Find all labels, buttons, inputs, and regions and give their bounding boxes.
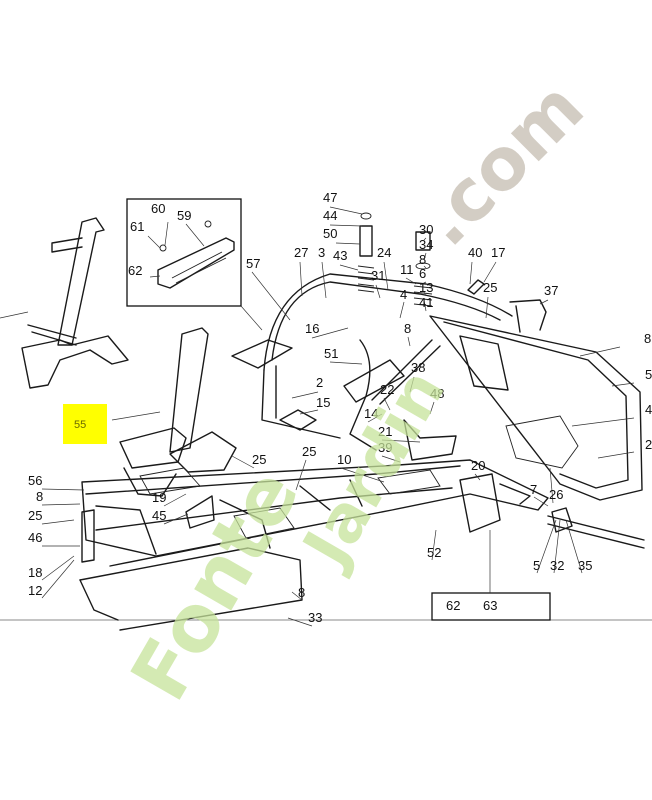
- leader-lines: [41, 206, 635, 627]
- callout-c43: 43: [333, 248, 347, 263]
- callout-c59: 59: [177, 208, 191, 223]
- callout-c35: 35: [578, 558, 592, 573]
- callout-c30: 30: [419, 222, 433, 237]
- callout-c57: 57: [246, 256, 260, 271]
- callout-c15: 15: [316, 395, 330, 410]
- callout-c25b: 25: [252, 452, 266, 467]
- callout-c37: 37: [544, 283, 558, 298]
- callout-c51: 51: [324, 346, 338, 361]
- highlight-label-55: 55: [74, 419, 86, 431]
- callout-c5b: 5: [645, 367, 652, 382]
- callout-c38: 38: [411, 360, 425, 375]
- callout-c39: 39: [378, 440, 392, 455]
- callout-c22: 22: [380, 382, 394, 397]
- callout-c20: 20: [471, 458, 485, 473]
- callout-c2: 2: [316, 375, 323, 390]
- highlight-box-55: [63, 404, 107, 444]
- callout-c5: 5: [533, 558, 540, 573]
- chassis-frame: [79, 459, 645, 631]
- callout-c25d: 25: [28, 508, 42, 523]
- inset-box-bottom: [431, 530, 551, 621]
- callout-c19: 19: [152, 490, 166, 505]
- seat-springs: [357, 212, 547, 333]
- callout-c62a: 62: [128, 263, 142, 278]
- watermark-text-a: Fonte: [115, 454, 318, 715]
- callout-c34: 34: [419, 237, 433, 252]
- callout-c7: 7: [530, 482, 537, 497]
- inset-bracket-box: [126, 198, 263, 331]
- callout-c14: 14: [364, 406, 378, 421]
- seat-post-assembly-rear: [0, 217, 129, 389]
- callout-c21: 21: [378, 424, 392, 439]
- callout-c52: 52: [427, 545, 441, 560]
- callout-c27: 27: [294, 245, 308, 260]
- callout-c8a: 8: [419, 252, 426, 267]
- callout-c4: 4: [400, 287, 407, 302]
- callout-c25a: 25: [483, 280, 497, 295]
- callout-c62b: 62: [446, 598, 460, 613]
- callout-c44: 44: [323, 208, 337, 223]
- callout-c8e: 8: [644, 331, 651, 346]
- front-body-assembly: [231, 273, 643, 501]
- callout-c24: 24: [377, 245, 391, 260]
- callout-c63: 63: [483, 598, 497, 613]
- callout-c33: 33: [308, 610, 322, 625]
- callout-c17: 17: [491, 245, 505, 260]
- callout-c50: 50: [323, 226, 337, 241]
- watermark-text-c: .com: [403, 65, 600, 262]
- callout-c61: 61: [130, 219, 144, 234]
- callout-c12: 12: [28, 583, 42, 598]
- callout-c16: 16: [305, 321, 319, 336]
- callout-c26: 26: [549, 487, 563, 502]
- callout-c41: 41: [419, 295, 433, 310]
- callout-c8c: 8: [36, 489, 43, 504]
- callout-c4b: 4: [645, 402, 652, 417]
- callout-c40: 40: [468, 245, 482, 260]
- callout-c56: 56: [28, 473, 42, 488]
- callout-c31: 31: [371, 268, 385, 283]
- callout-c32: 32: [550, 558, 564, 573]
- callout-c25c: 25: [302, 444, 316, 459]
- callout-c47: 47: [323, 190, 337, 205]
- callout-c45: 45: [152, 508, 166, 523]
- callout-c8d: 8: [298, 585, 305, 600]
- callout-c10: 10: [337, 452, 351, 467]
- callout-c3: 3: [318, 245, 325, 260]
- callout-c48: 48: [430, 386, 444, 401]
- callout-c11: 11: [400, 262, 414, 277]
- callout-c13: 13: [419, 280, 433, 295]
- seat-post-assembly-main: [111, 327, 237, 497]
- callout-c60: 60: [151, 201, 165, 216]
- callout-c6: 6: [419, 266, 426, 281]
- callout-c2b: 2: [645, 437, 652, 452]
- callout-c18: 18: [28, 565, 42, 580]
- callout-c8b: 8: [404, 321, 411, 336]
- callout-c46: 46: [28, 530, 42, 545]
